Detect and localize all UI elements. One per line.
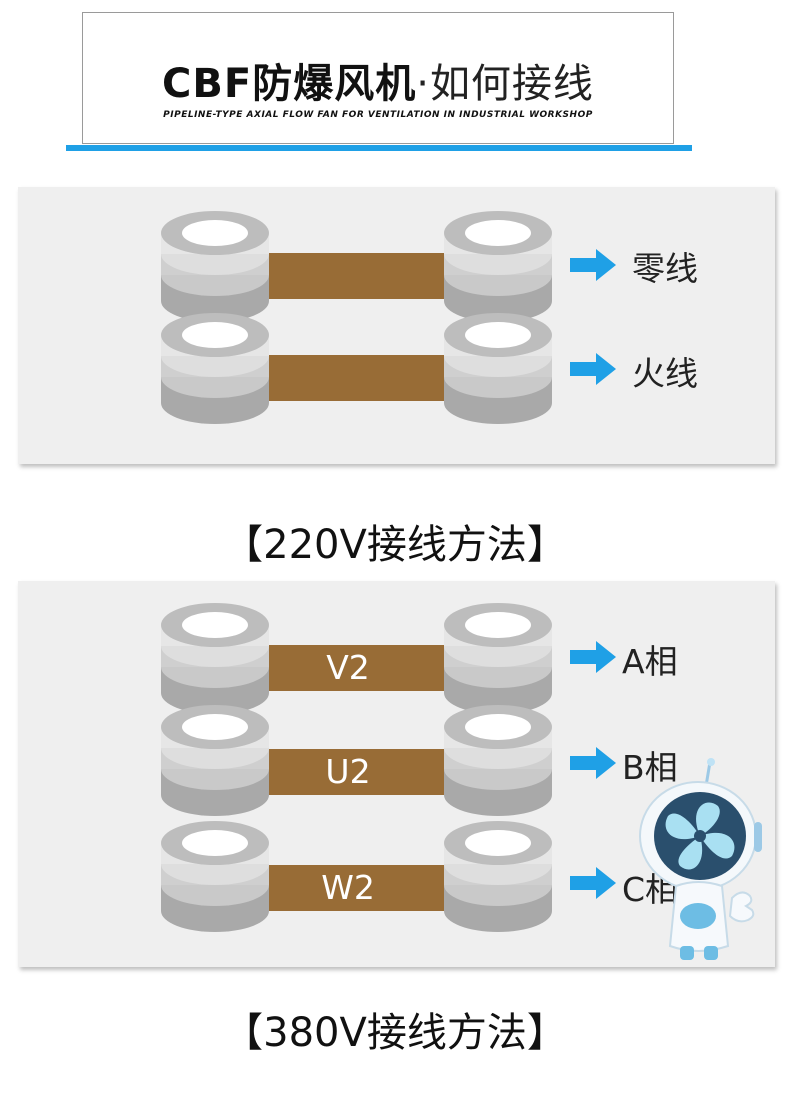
output-label-live: 火线 xyxy=(632,354,698,393)
coil-terminal-icon xyxy=(160,209,270,323)
wiring-panel-380v: V2 A相 U2 B相 W2 C相 xyxy=(18,581,775,967)
coil-terminal-icon xyxy=(160,311,270,425)
coil-terminal-icon xyxy=(443,601,553,715)
connector-strip-v2: V2 xyxy=(248,645,448,691)
connector-strip-u2: U2 xyxy=(248,749,448,795)
coil-terminal-icon xyxy=(160,601,270,715)
header-accent-line xyxy=(66,145,692,151)
page-subtitle: PIPELINE-TYPE AXIAL FLOW FAN FOR VENTILA… xyxy=(163,110,593,120)
coil-terminal-icon xyxy=(443,819,553,933)
page-title: CBF防爆风机·如何接线 xyxy=(83,51,673,109)
output-label-phase-a: A相 xyxy=(622,642,678,681)
caption-380v: 【380V接线方法】 xyxy=(223,1010,567,1056)
coil-terminal-icon xyxy=(443,703,553,817)
caption-220v: 【220V接线方法】 xyxy=(223,522,567,568)
right-arrow-icon xyxy=(570,747,616,779)
coil-terminal-icon xyxy=(443,311,553,425)
right-arrow-icon xyxy=(570,641,616,673)
title-light: 如何接线 xyxy=(429,61,594,107)
coil-terminal-icon xyxy=(160,703,270,817)
right-arrow-icon xyxy=(570,353,616,385)
wiring-panel-220v: 零线 火线 xyxy=(18,187,775,464)
connector-strip-w2: W2 xyxy=(248,865,448,911)
output-label-phase-b: B相 xyxy=(622,748,678,787)
output-label-neutral: 零线 xyxy=(632,249,698,288)
coil-terminal-icon xyxy=(443,209,553,323)
coil-terminal-icon xyxy=(160,819,270,933)
connector-strip xyxy=(248,355,448,401)
connector-strip xyxy=(248,253,448,299)
right-arrow-icon xyxy=(570,249,616,281)
title-dot: · xyxy=(416,61,430,107)
fan-robot-mascot-icon xyxy=(639,758,762,960)
header-box: CBF防爆风机·如何接线 PIPELINE-TYPE AXIAL FLOW FA… xyxy=(82,12,674,144)
title-bold: CBF防爆风机 xyxy=(162,61,417,107)
right-arrow-icon xyxy=(570,867,616,899)
